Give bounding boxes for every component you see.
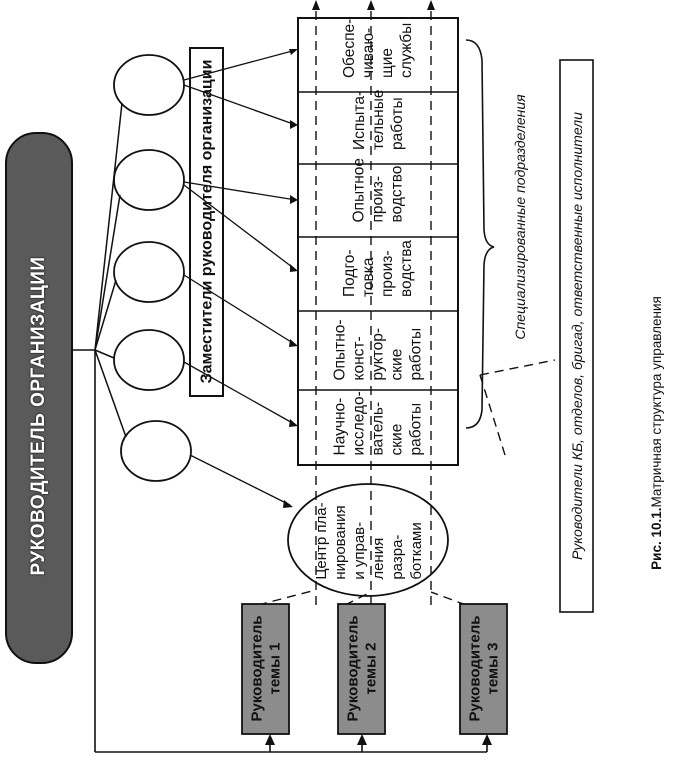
specialized-brace	[465, 39, 495, 429]
dept-production-prep: Подго- товка произ- водства	[341, 240, 415, 297]
head-label: РУКОВОДИТЕЛЬ ОРГАНИЗАЦИИ	[28, 256, 49, 576]
specialized-label: Специализированные подразделения	[512, 94, 528, 340]
deputies-label: Заместители руководителя организации	[198, 59, 215, 384]
deputy-arrows	[183, 49, 297, 506]
topic-box	[459, 603, 508, 735]
dashed-lines	[257, 2, 556, 606]
head-links	[72, 102, 127, 438]
deputy-circle	[113, 329, 185, 391]
figure-caption: Рис. 10.1. Матричная структура управлени…	[646, 253, 666, 613]
dept-design-works: Опытно- конст- руктор- ские работы	[331, 319, 424, 381]
dept-research-works: Научно- исследо- ватель- ские работы	[331, 391, 424, 456]
deputy-circle	[113, 241, 185, 303]
deputy-circle	[120, 420, 192, 482]
dept-pilot-production: Опытное произ- водство	[350, 158, 405, 223]
topic-leader-2: Руководитель темы 2	[344, 615, 379, 722]
executors-box	[559, 59, 594, 613]
caption-number: Рис. 10.1.	[648, 507, 664, 570]
deputy-circle	[113, 54, 185, 116]
topic-box	[337, 603, 386, 735]
executors-label: Руководители КБ, отделов, бригад, ответс…	[569, 112, 585, 560]
caption-title: Матричная структура управления	[648, 296, 664, 508]
deputies-box	[189, 47, 224, 397]
topic-leader-3: Руководитель темы 3	[466, 615, 501, 722]
topic-leader-1: Руководитель темы 1	[248, 615, 283, 722]
center-ellipse	[287, 483, 449, 597]
deputy-circles	[113, 54, 192, 482]
center-label: Центр пла- нирования и управ- ления разр…	[313, 502, 425, 580]
deputy-circle	[113, 149, 185, 211]
dept-testing: Испыта- тельные работы	[350, 89, 406, 150]
dept-support-services: Обеспе- чиваю- щие службы	[341, 18, 415, 78]
head-box	[5, 132, 73, 664]
topic-box	[241, 603, 290, 735]
